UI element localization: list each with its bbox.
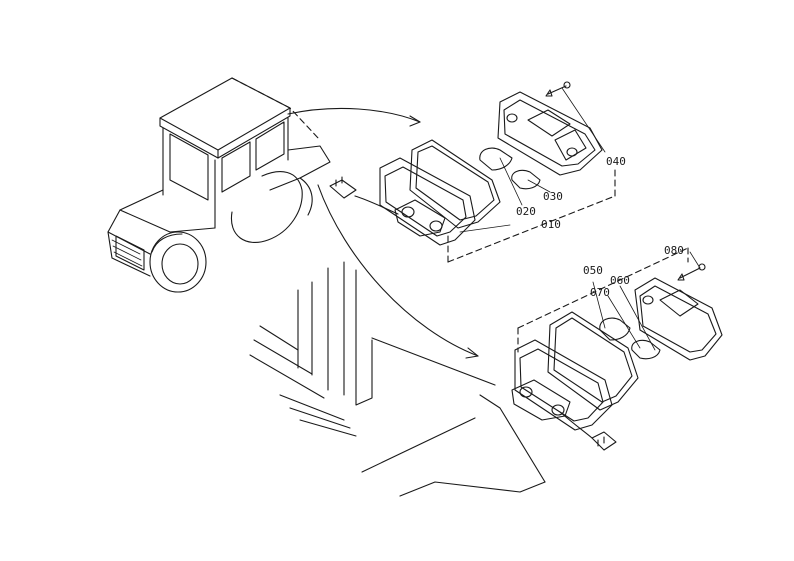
callout-020: 020: [516, 205, 536, 218]
lower-lamp-assembly: [511, 247, 723, 451]
callout-050: 050: [583, 264, 603, 277]
ground-structure: [249, 261, 546, 497]
callout-010: 010: [541, 218, 561, 231]
callout-040: 040: [606, 155, 626, 168]
tractor-illustration: [107, 77, 331, 293]
upper-lamp-assembly: [329, 81, 616, 263]
cab-dashed-outline: [231, 77, 321, 141]
callout-070: 070: [590, 286, 610, 299]
callout-030: 030: [543, 190, 563, 203]
callout-060: 060: [610, 274, 630, 287]
pointer-arrows: [287, 107, 479, 359]
callout-080: 080: [664, 244, 684, 257]
